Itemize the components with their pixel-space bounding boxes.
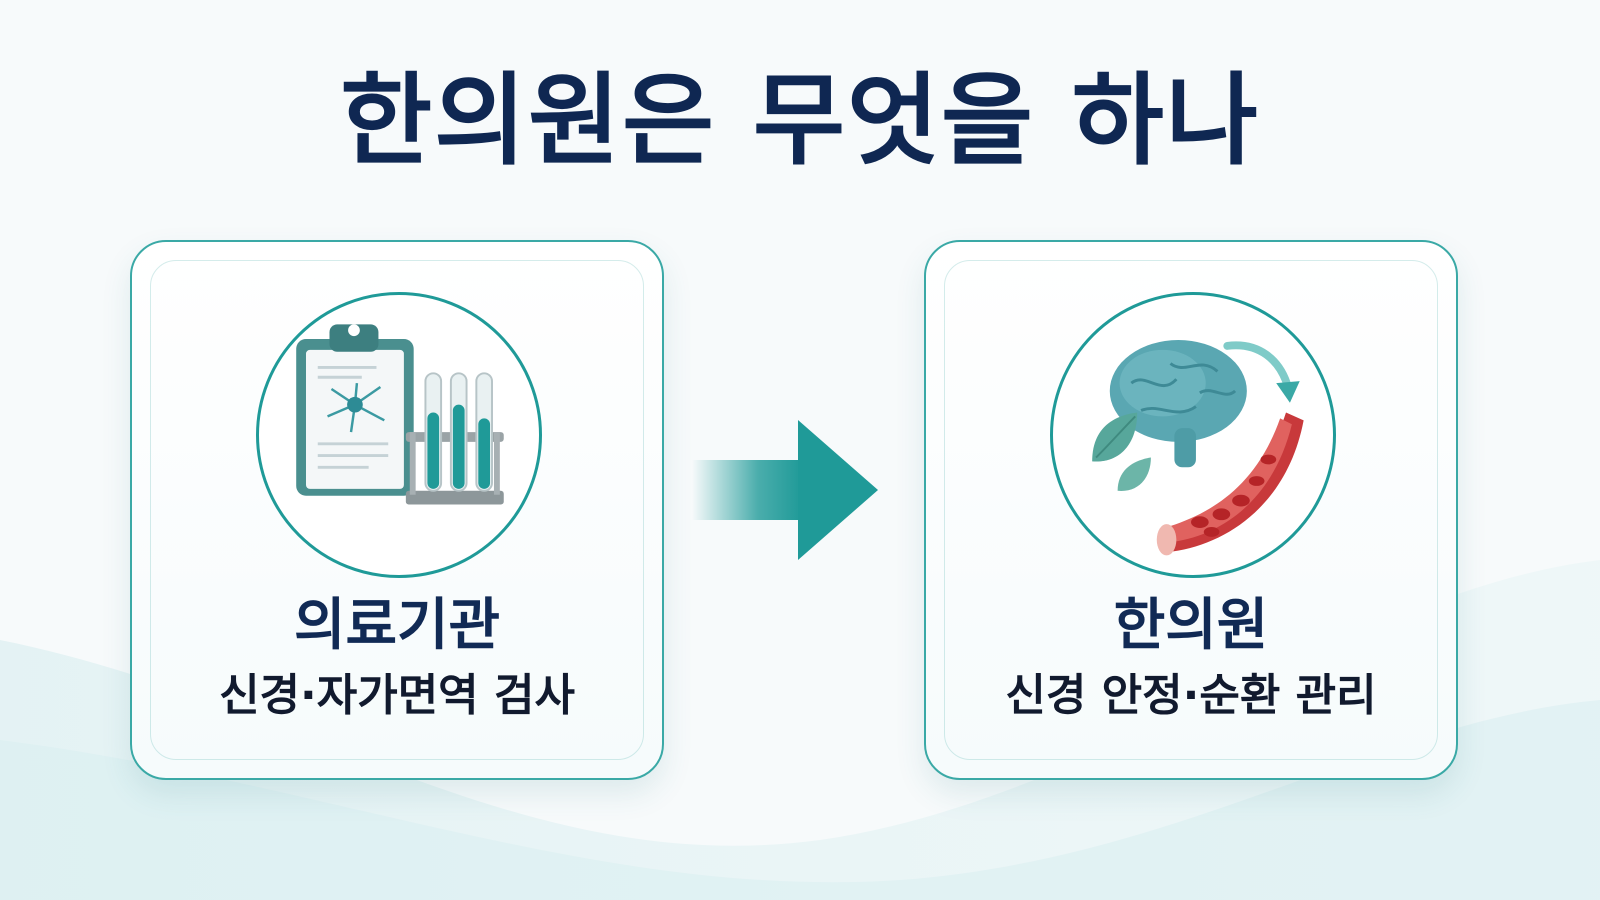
card-title: 한의원 [1113,593,1269,658]
page-title: 한의원은 무엇을 하나 [340,62,1260,179]
card-oriental-clinic: 한의원 신경 안정·순환 관리 [924,240,1458,780]
card-title: 의료기관 [293,593,501,658]
card-medical-institution: 의료기관 신경·자가면역 검사 [130,240,664,780]
card-illustration [1050,292,1336,578]
card-subtitle: 신경 안정·순환 관리 [1005,670,1377,721]
card-illustration [256,292,542,578]
card-subtitle: 신경·자가면역 검사 [219,670,575,721]
arrow-right-icon [692,420,878,560]
clipboard-test-tubes-icon [296,324,504,505]
brain-blood-vessel-icon [1092,340,1304,556]
